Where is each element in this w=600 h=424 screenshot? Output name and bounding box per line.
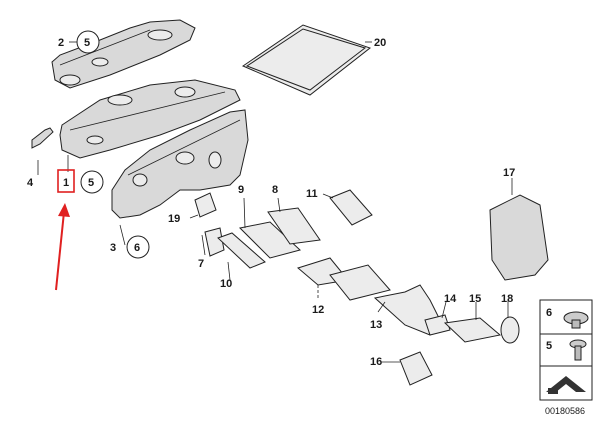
- callout-15: 15: [469, 293, 481, 305]
- rivet-icon: [569, 339, 587, 361]
- leader-lines: [37, 41, 513, 363]
- callout-7: 7: [198, 258, 204, 270]
- callout-10: 10: [220, 278, 232, 290]
- part-8-tray: [267, 207, 321, 245]
- callout-9: 9: [238, 184, 244, 196]
- svg-text:5: 5: [84, 37, 90, 49]
- arrow-shape-icon: [546, 376, 586, 394]
- callout-3: 3: [110, 242, 116, 254]
- callout-19: 19: [168, 213, 180, 225]
- part-18-pad: [500, 316, 520, 344]
- fastener-legend: 6 5: [539, 299, 593, 401]
- part-13-cover: [373, 284, 441, 336]
- callout-20: 20: [374, 37, 386, 49]
- part-11-panel: [329, 189, 373, 226]
- callout-13: 13: [370, 319, 382, 331]
- callout-17: 17: [503, 167, 515, 179]
- callout-6-circle: 6: [126, 235, 150, 259]
- part-3-bulkhead: [111, 109, 249, 219]
- part-16-bracket: [399, 351, 433, 386]
- callout-5-circle-top: 5: [76, 30, 100, 54]
- part-4-strip: [31, 127, 54, 149]
- part-15-tray: [443, 317, 502, 343]
- svg-text:6: 6: [134, 242, 140, 254]
- callout-12: 12: [312, 304, 324, 316]
- part-19-pad: [194, 192, 217, 218]
- callout-2: 2: [58, 37, 64, 49]
- red-arrow: [55, 203, 70, 291]
- callout-1: 1: [63, 177, 69, 189]
- part-12b-tray: [329, 264, 391, 301]
- part-1-middle-insulation: [59, 79, 241, 159]
- part-2-upper-insulation: [51, 19, 196, 89]
- callout-14: 14: [444, 293, 457, 305]
- part-7-pad: [204, 227, 225, 257]
- diagram-code: 00180586: [545, 406, 586, 416]
- callout-4: 4: [27, 177, 34, 189]
- callout-5-circle-mid: 5: [80, 170, 104, 194]
- legend-label-6: 6: [546, 307, 552, 319]
- callout-8: 8: [272, 184, 278, 196]
- callout-11: 11: [306, 188, 318, 200]
- part-9-tray: [238, 221, 302, 259]
- callout-16: 16: [370, 356, 382, 368]
- clip-icon: [563, 311, 589, 329]
- part-14-strip: [424, 314, 451, 336]
- svg-text:5: 5: [88, 177, 94, 189]
- callout-18: 18: [501, 293, 513, 305]
- part-17-bracket: [489, 194, 549, 281]
- part-10-strip: [217, 232, 266, 269]
- highlight-box-1: [57, 169, 75, 193]
- legend-label-5: 5: [546, 340, 552, 352]
